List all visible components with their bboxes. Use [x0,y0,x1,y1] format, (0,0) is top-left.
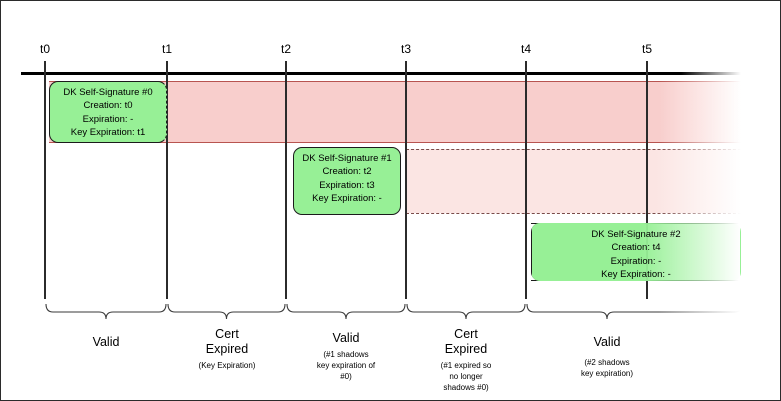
validity-band-0-top-edge [49,81,741,82]
period-label-valid-2: Valid (#1 shadows key expiration of #0) [317,331,375,382]
period-valid-2-note-line2: key expiration of [316,361,376,370]
period-valid-1-title: Valid [92,335,120,349]
signature-2-creation: Creation: t4 [611,242,661,254]
period-valid-2-note-line1: (#1 shadows [323,350,369,359]
signature-0-key-expiration: Key Expiration: t1 [70,127,146,139]
period-cert-expired-2-note-line1: (#1 expired so [440,361,492,370]
period-cert-expired-1-note: (Key Expiration) [198,361,256,370]
signature-0-expiration: Expiration: - [82,113,134,125]
signature-2-key-expiration: Key Expiration: - [601,269,671,281]
tick-line-t2 [285,61,287,299]
signature-0-title: DK Self-Signature #0 [63,87,153,98]
brace-period-valid-1 [45,303,167,320]
signature-box-2: DK Self-Signature #2 Creation: t4 Expira… [531,223,741,281]
tick-label-t0: t0 [39,42,51,56]
signature-1-expiration: Expiration: t3 [319,179,375,191]
brace-period-valid-2 [286,303,406,320]
brace-period-cert-expired-2 [406,303,526,320]
validity-band-signature-1 [406,149,741,213]
period-valid-2-note-line3: #0) [340,372,352,381]
tick-label-t5: t5 [641,42,653,56]
signature-2-expiration: Expiration: - [610,255,662,267]
period-label-valid-1: Valid [93,335,120,350]
period-cert-expired-2-note-line3: shadows #0) [443,383,489,392]
signature-2-title: DK Self-Signature #2 [591,229,681,240]
tick-line-t5 [646,61,648,299]
brace-period-valid-3 [526,303,741,320]
period-valid-2-title: Valid [332,331,360,345]
validity-band-0-bottom-edge [49,142,741,143]
timeline-axis [21,72,741,75]
signature-0-creation: Creation: t0 [83,100,133,112]
period-cert-expired-2-title-line2: Expired [444,342,488,356]
period-cert-expired-2-note-line2: no longer [449,372,483,381]
period-label-valid-3: Valid (#2 shadows key expiration) [581,335,633,379]
period-valid-3-note-line1: (#2 shadows [584,358,630,367]
tick-line-t3 [405,61,407,299]
tick-label-t1: t1 [161,42,173,56]
period-cert-expired-1-title-line1: Cert [215,327,239,341]
tick-line-t0 [44,61,46,299]
period-label-cert-expired-1: Cert Expired (Key Expiration) [199,327,256,371]
period-valid-3-note-line2: key expiration) [580,369,634,378]
signature-1-title: DK Self-Signature #1 [302,153,392,164]
period-cert-expired-1-title-line2: Expired [205,342,249,356]
tick-label-t2: t2 [280,42,292,56]
tick-line-t4 [525,61,527,299]
validity-band-1-bottom-edge [406,213,741,214]
period-valid-3-title: Valid [593,335,621,349]
tick-line-t1 [166,61,168,299]
tick-label-t3: t3 [400,42,412,56]
brace-period-cert-expired-1 [167,303,286,320]
signature-1-key-expiration: Key Expiration: - [312,193,382,205]
validity-band-1-top-edge [406,149,741,150]
signature-box-0: DK Self-Signature #0 Creation: t0 Expira… [49,81,167,143]
signature-1-creation: Creation: t2 [322,166,372,178]
period-cert-expired-2-title-line1: Cert [454,327,478,341]
tick-label-t4: t4 [520,42,532,56]
signature-box-1: DK Self-Signature #1 Creation: t2 Expira… [293,147,401,215]
period-label-cert-expired-2: Cert Expired (#1 expired so no longer sh… [441,327,492,393]
